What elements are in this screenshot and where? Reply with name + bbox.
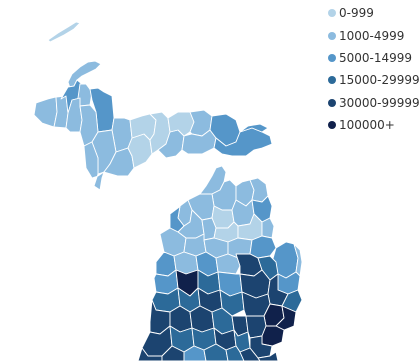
- legend-label: 30000-99999: [339, 95, 420, 110]
- legend-item-1[interactable]: 1000-4999: [328, 24, 412, 46]
- county-1[interactable]: [47, 21, 81, 43]
- legend-swatch: [328, 9, 336, 18]
- county-85[interactable]: [239, 347, 261, 361]
- legend-swatch: [328, 31, 336, 40]
- county-3[interactable]: [33, 96, 58, 128]
- county-83[interactable]: [203, 343, 229, 361]
- county-23[interactable]: [239, 123, 269, 133]
- legend-label: 0-999: [339, 6, 374, 21]
- legend: 0-999 1000-4999 5000-14999 15000-29999 3…: [328, 2, 420, 136]
- county-80[interactable]: [137, 347, 163, 361]
- legend-label: 1000-4999: [339, 28, 405, 43]
- legend-item-0[interactable]: 0-999: [328, 2, 412, 24]
- legend-swatch: [328, 121, 336, 130]
- county-12[interactable]: [83, 141, 105, 191]
- county-73[interactable]: [261, 325, 285, 347]
- county-22[interactable]: [213, 127, 273, 157]
- legend-item-2[interactable]: 5000-14999: [328, 47, 412, 69]
- county-82[interactable]: [183, 345, 207, 361]
- county-84[interactable]: [225, 345, 245, 361]
- legend-label: 5000-14999: [339, 50, 413, 65]
- county-43[interactable]: [249, 235, 277, 259]
- county-86[interactable]: [257, 351, 279, 361]
- legend-label: 15000-29999: [339, 73, 420, 88]
- county-49[interactable]: [215, 253, 241, 275]
- legend-item-4[interactable]: 30000-99999: [328, 92, 420, 114]
- legend-item-3[interactable]: 15000-29999: [328, 69, 420, 91]
- county-layer: [33, 21, 303, 361]
- legend-swatch: [328, 53, 336, 62]
- county-81[interactable]: [161, 345, 185, 361]
- legend-swatch: [328, 76, 336, 85]
- county-38[interactable]: [261, 217, 275, 239]
- legend-swatch: [328, 98, 336, 107]
- county-59[interactable]: [281, 289, 303, 313]
- legend-label: 100000+: [339, 118, 395, 133]
- legend-item-5[interactable]: 100000+: [328, 114, 412, 136]
